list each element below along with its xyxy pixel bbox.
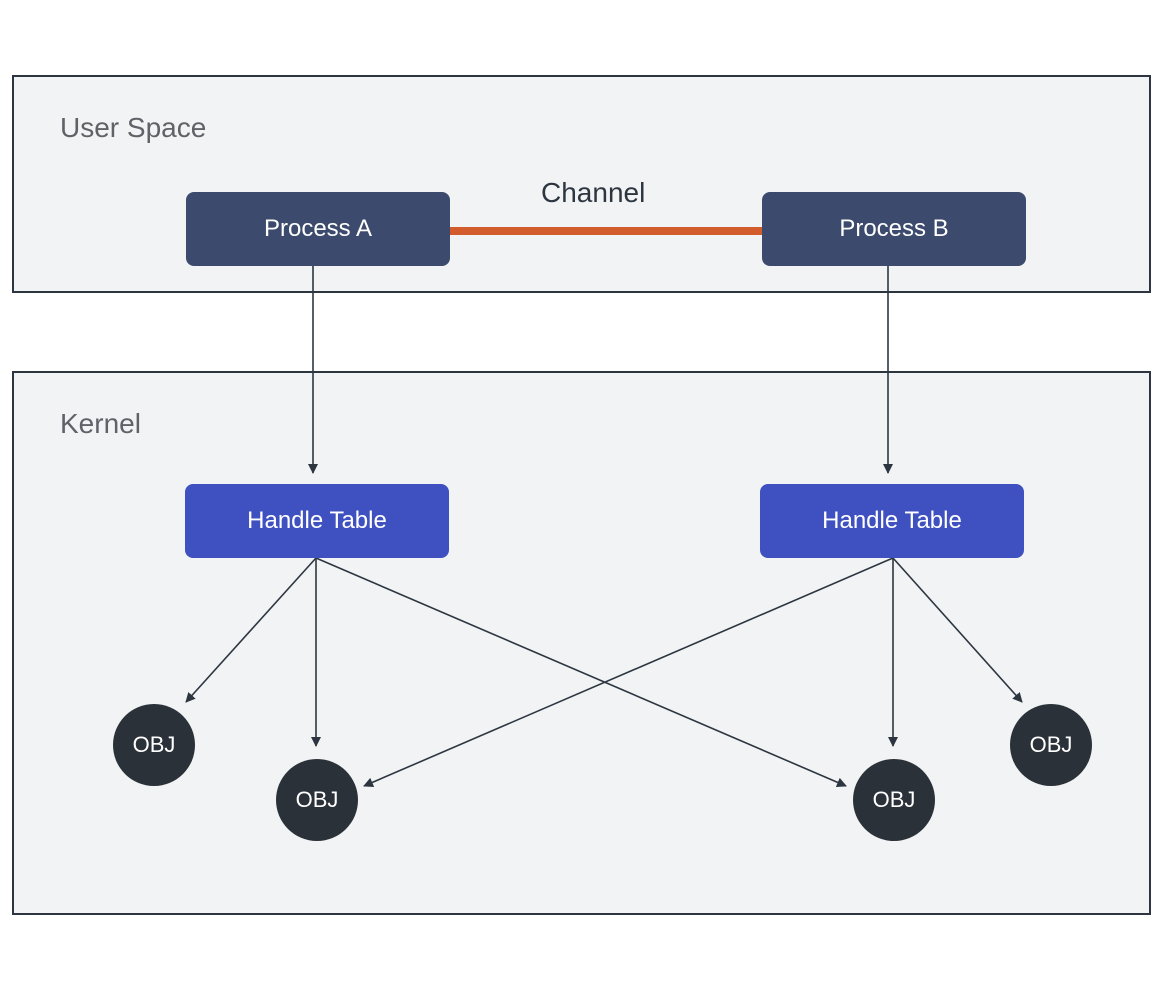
object-label-2: OBJ <box>295 787 339 812</box>
object-label-4: OBJ <box>1029 732 1073 757</box>
object-label-1: OBJ <box>132 732 176 757</box>
process-b-box: Process B <box>762 192 1026 266</box>
process-a-label: Process A <box>263 215 373 242</box>
arrow-table-a-to-obj-3 <box>315 557 847 788</box>
handle-table-a-box: Handle Table <box>185 484 449 558</box>
arrow-table-a-to-obj-1 <box>185 557 317 703</box>
channel-label: Channel <box>541 177 646 208</box>
object-node-2: OBJ <box>276 759 358 841</box>
handle-table-b-label: Handle Table <box>822 507 962 534</box>
object-node-1: OBJ <box>113 704 195 786</box>
kernel-region <box>12 371 1151 915</box>
user-space-label: User Space <box>60 112 207 143</box>
arrow-table-b-to-obj-4 <box>892 557 1023 703</box>
process-a-box: Process A <box>186 192 450 266</box>
object-node-3: OBJ <box>853 759 935 841</box>
object-node-4: OBJ <box>1010 704 1092 786</box>
process-b-label: Process B <box>839 215 949 242</box>
kernel-label: Kernel <box>60 408 141 439</box>
arrow-table-b-to-obj-2 <box>363 557 894 788</box>
handle-table-a-label: Handle Table <box>247 507 387 534</box>
object-label-3: OBJ <box>872 787 916 812</box>
handle-table-b-box: Handle Table <box>760 484 1024 558</box>
